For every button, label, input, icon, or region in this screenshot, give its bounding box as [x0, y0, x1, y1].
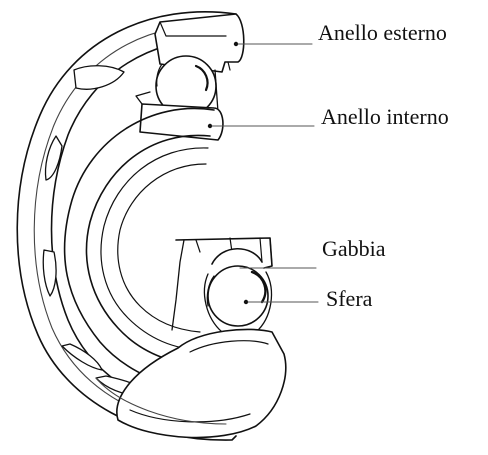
label-outer-ring: Anello esterno [318, 22, 447, 44]
label-inner-ring: Anello interno [321, 106, 449, 128]
label-cage: Gabbia [322, 238, 386, 260]
ball-bottom [207, 266, 268, 326]
label-ball: Sfera [326, 288, 372, 310]
